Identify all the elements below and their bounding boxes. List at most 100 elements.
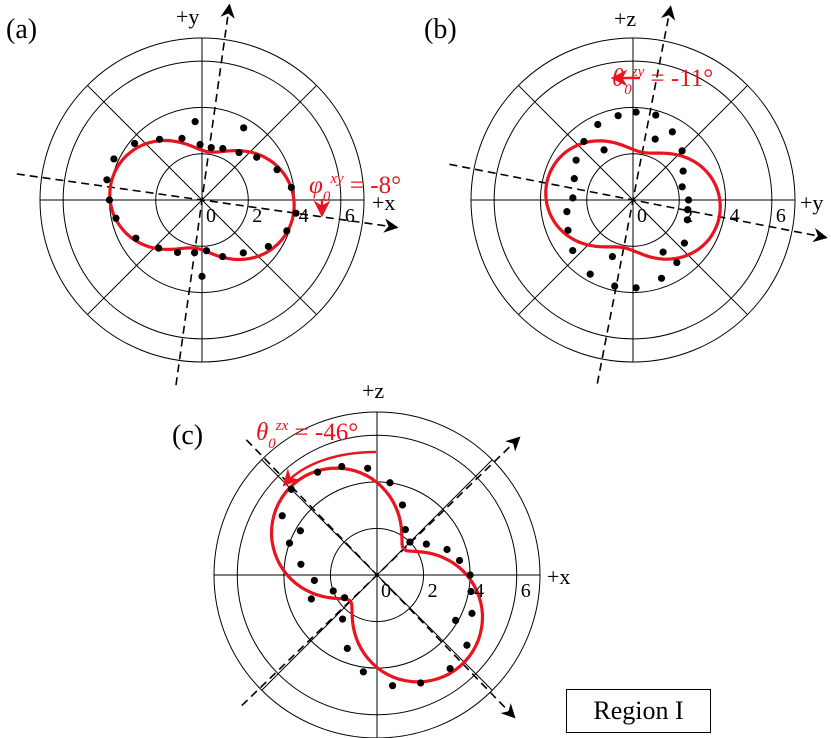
- data-point: [191, 118, 199, 126]
- data-point: [329, 587, 337, 595]
- data-point: [401, 525, 409, 534]
- tick-label: 6: [521, 580, 531, 602]
- annotation-symbol: θ: [256, 419, 268, 446]
- data-point: [285, 539, 294, 547]
- data-point: [657, 274, 666, 282]
- data-point: [253, 153, 261, 161]
- data-point: [668, 128, 676, 136]
- polar-grid: [470, 37, 796, 363]
- annotation-arrow: [282, 450, 377, 487]
- data-point: [287, 183, 295, 192]
- data-point: [463, 641, 471, 649]
- angle-annotation: φ0xy = -8°: [309, 171, 401, 218]
- data-point: [388, 682, 397, 690]
- region-label: Region I: [593, 696, 684, 725]
- data-point: [443, 545, 451, 554]
- data-point: [239, 249, 247, 257]
- annotation-superscript: zy: [631, 64, 645, 80]
- data-point: [190, 249, 199, 257]
- grid-spoke: [632, 199, 748, 315]
- grid-spoke: [201, 85, 317, 201]
- annotation-superscript: xy: [329, 171, 344, 187]
- polar-panel-c: (c) 0 2 4 6 +x +z θ0zx = -46°: [172, 378, 570, 738]
- data-point: [652, 111, 660, 119]
- data-point: [173, 248, 182, 257]
- data-point: [105, 196, 114, 204]
- grid-spoke: [518, 85, 634, 201]
- data-point: [398, 501, 407, 509]
- data-point: [614, 112, 622, 120]
- data-point: [422, 540, 430, 548]
- data-point: [283, 227, 291, 235]
- annotation-text: θ0zy = -11°: [612, 64, 713, 98]
- vertical-axis-label: +z: [362, 378, 384, 403]
- grid-spoke: [632, 85, 748, 201]
- data-point: [314, 468, 322, 476]
- data-point: [594, 120, 602, 129]
- rotated-axes: [449, 5, 828, 384]
- horizontal-axis-label: +y: [800, 190, 823, 215]
- radial-ticks: 0 2 4 6: [637, 205, 786, 227]
- angle-annotation: θ0zx = -46°: [256, 418, 377, 487]
- data-point: [343, 644, 351, 653]
- data-point: [240, 124, 248, 132]
- rotated-axis-line: [449, 163, 828, 243]
- data-point: [679, 167, 687, 175]
- tick-label: 4: [299, 205, 309, 227]
- data-point: [659, 248, 667, 256]
- data-point: [292, 209, 300, 217]
- data-point: [683, 216, 691, 224]
- horizontal-axis-label: +x: [547, 564, 570, 589]
- data-point: [307, 595, 315, 603]
- data-point: [112, 214, 120, 222]
- polar-panel-b: (b) 0 2 4 6 +y +z θ0zy = -11°: [424, 5, 828, 384]
- data-point: [155, 135, 164, 143]
- tick-label: 0: [637, 205, 647, 227]
- rotated-axes: [16, 3, 399, 386]
- data-point: [455, 556, 464, 565]
- radial-ticks: 0 2 4 6: [381, 580, 531, 602]
- data-point: [364, 464, 372, 472]
- fit-curve-layer: [269, 466, 485, 684]
- data-point: [569, 194, 577, 202]
- annotation-value: = -8°: [344, 172, 401, 199]
- data-point: [680, 239, 689, 247]
- data-point: [219, 144, 227, 153]
- data-point: [338, 462, 346, 471]
- angle-annotation: θ0zy = -11°: [610, 64, 713, 98]
- data-point: [359, 668, 367, 676]
- data-points-layer: [563, 108, 693, 292]
- annotation-superscript: zx: [275, 418, 289, 434]
- tick-label: 2: [252, 205, 262, 227]
- panel-label: (a): [6, 14, 37, 45]
- data-point: [632, 284, 640, 292]
- annotation-text: θ0zx = -46°: [256, 418, 358, 452]
- vertical-axis-label: +y: [176, 4, 199, 29]
- data-point: [467, 587, 475, 596]
- data-point: [296, 527, 304, 535]
- data-point: [131, 139, 139, 148]
- data-point: [202, 247, 211, 255]
- data-point: [678, 183, 686, 191]
- data-point: [198, 272, 206, 280]
- tick-label: 6: [776, 205, 786, 227]
- data-point: [673, 258, 681, 267]
- data-point: [466, 571, 474, 579]
- fit-curve-layer: [544, 139, 722, 261]
- panel-label: (c): [172, 420, 203, 451]
- annotation-subscript: 0: [323, 189, 331, 205]
- tick-label: 0: [381, 580, 391, 602]
- tick-label: 6: [345, 205, 355, 227]
- data-point: [586, 270, 594, 278]
- data-point: [608, 252, 617, 261]
- horizontal-axis-label: +x: [372, 190, 395, 215]
- data-point: [297, 560, 305, 568]
- tick-label: 2: [428, 580, 438, 602]
- data-point: [684, 206, 692, 214]
- data-point: [569, 246, 577, 255]
- data-point: [155, 244, 163, 252]
- data-point: [340, 594, 349, 602]
- annotation-value: = -11°: [644, 65, 713, 92]
- data-point: [110, 155, 118, 163]
- data-point: [468, 609, 476, 617]
